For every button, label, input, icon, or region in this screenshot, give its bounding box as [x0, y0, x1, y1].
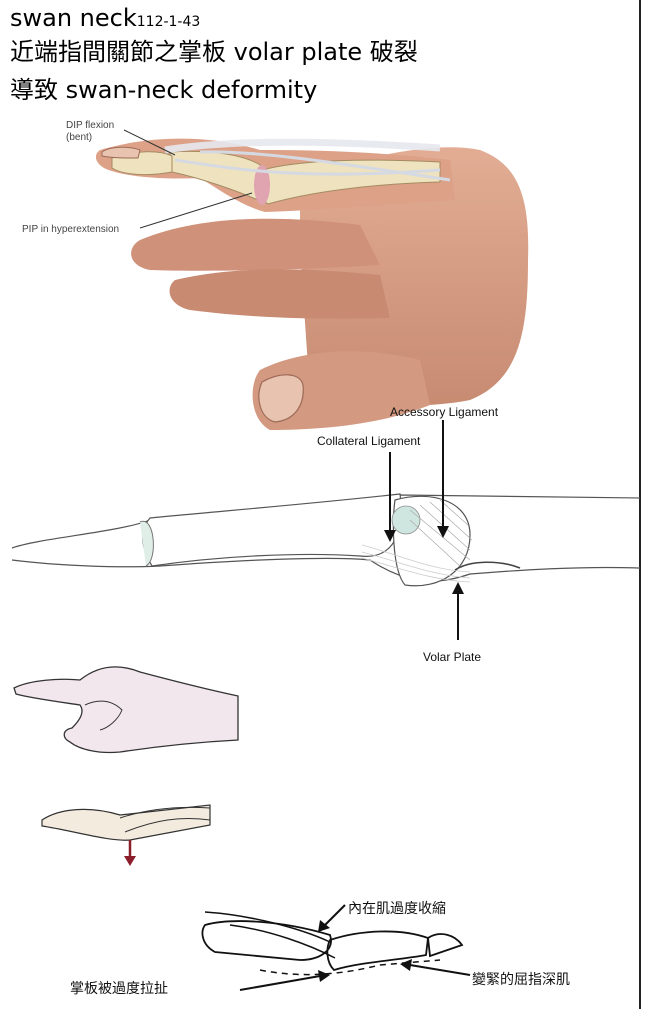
finger-3	[169, 269, 390, 319]
md-intrinsic-arrow-head	[318, 920, 330, 932]
hand-sketch-fold	[84, 700, 123, 731]
volar-stretched-label: 掌板被過度拉扯	[70, 980, 168, 996]
md-proximal-bone	[201, 920, 332, 961]
title-line-1: swan neck112-1-43	[10, 4, 200, 36]
dip-joint-cap	[139, 520, 154, 567]
hand-illustration: DIP flexion (bent) PIP in hyperextension	[22, 120, 529, 430]
accessory-ligament-label: Accessory Ligament	[390, 405, 499, 419]
md-fdp-dashed	[259, 959, 441, 976]
pip-joint	[254, 165, 270, 205]
lateral-bands	[174, 150, 451, 182]
finger-2	[131, 218, 380, 271]
finger-outline-bottom	[11, 557, 640, 582]
finger-sketch-tendons	[119, 806, 211, 833]
dip-leader-line	[123, 129, 176, 156]
middle-phalanx-shape	[142, 493, 402, 567]
hand-body	[300, 147, 529, 406]
fingernail	[101, 146, 141, 159]
right-border-line	[639, 0, 641, 1009]
collateral-arrow-head	[384, 530, 396, 542]
volar-plate-curve	[454, 561, 521, 571]
thumbnail-shape	[258, 374, 304, 423]
fdp-tight-label: 變緊的屈指深肌	[472, 971, 570, 987]
hand-sketch	[13, 666, 239, 754]
md-intrinsic-arrow	[324, 904, 346, 926]
pip-label: PIP in hyperextension	[22, 224, 119, 235]
md-volar-arrow	[239, 975, 321, 991]
title-line-3: 導致 swan-neck deformity	[10, 76, 318, 104]
extensor-tendon	[164, 138, 441, 154]
pip-leader-line	[139, 192, 253, 229]
title-code: 112-1-43	[136, 14, 201, 30]
finger-sketch	[41, 804, 211, 866]
md-volar-arrow-head	[318, 970, 330, 982]
volar-plate-fibers	[361, 544, 471, 583]
finger-sketch-bone	[41, 804, 211, 841]
dip-sublabel: (bent)	[66, 132, 92, 143]
muscle-diagram: 內在肌過度收縮 掌板被過度拉扯 變緊的屈指深肌	[70, 900, 570, 996]
red-arrow-head	[124, 856, 136, 866]
collateral-ligament-shape	[391, 505, 421, 535]
intrinsic-label: 內在肌過度收縮	[348, 900, 446, 916]
md-middle-bone	[326, 930, 429, 972]
dip-label: DIP flexion	[66, 120, 114, 131]
ligament-diagram: Accessory Ligament Collateral Ligament V…	[11, 405, 640, 664]
collateral-ligament-label: Collateral Ligament	[317, 434, 421, 448]
title-swan-neck: swan neck	[10, 4, 137, 32]
md-fdp-arrow-head	[400, 959, 412, 971]
hand-sketch-shape	[13, 666, 239, 754]
md-intrinsic-lines	[204, 911, 336, 959]
title-line-2: 近端指間關節之掌板 volar plate 破裂	[10, 38, 418, 66]
volar-arrow-head	[452, 582, 464, 594]
md-distal-bone	[427, 933, 464, 958]
volar-plate-label: Volar Plate	[423, 650, 481, 664]
accessory-arrow-head	[437, 526, 449, 538]
md-fdp-arrow	[409, 964, 471, 976]
